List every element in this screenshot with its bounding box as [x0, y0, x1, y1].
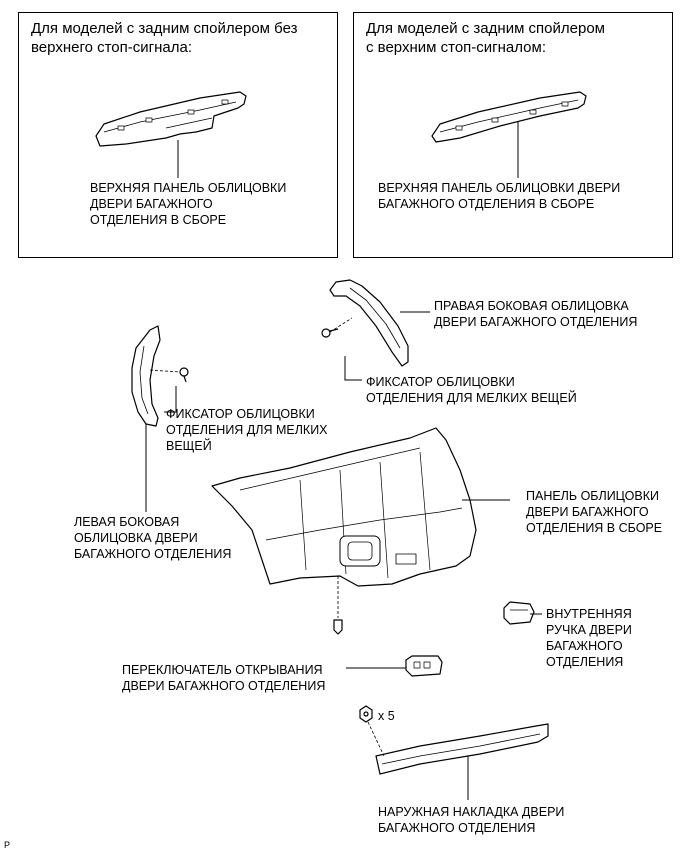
inside-handle-drawing	[503, 601, 535, 625]
upper-panel-right-drawing	[431, 91, 587, 143]
inset-right-title: Для моделей с задним спойлером с верхним…	[366, 20, 605, 56]
upper-panel-right-label: ВЕРХНЯЯ ПАНЕЛЬ ОБЛИЦОВКИ ДВЕРИ БАГАЖНОГО…	[378, 181, 621, 211]
opener-switch-drawing	[405, 655, 443, 677]
right-side-trim-drawing	[329, 279, 409, 367]
clip-right-drawing	[321, 328, 339, 338]
upper-panel-left-drawing	[95, 91, 247, 147]
upper-panel-left-label: ВЕРХНЯЯ ПАНЕЛЬ ОБЛИЦОВКИ ДВЕРИ БАГАЖНОГО…	[90, 181, 287, 227]
panel-clip-drawing	[333, 619, 343, 635]
door-trim-panel-label: ПАНЕЛЬ ОБЛИЦОВКИ ДВЕРИ БАГАЖНОГО ОТДЕЛЕН…	[526, 489, 663, 535]
nut-count-label: x 5	[378, 709, 395, 723]
nut-drawing	[359, 705, 373, 723]
opener-switch-label: ПЕРЕКЛЮЧАТЕЛЬ ОТКРЫВАНИЯ ДВЕРИ БАГАЖНОГО…	[122, 663, 326, 693]
inset-left-title: Для моделей с задним спойлером без верхн…	[31, 20, 298, 56]
inside-handle-label: ВНУТРЕННЯЯ РУЧКА ДВЕРИ БАГАЖНОГО ОТДЕЛЕН…	[546, 607, 632, 669]
clip-right-label: ФИКСАТОР ОБЛИЦОВКИ ОТДЕЛЕНИЯ ДЛЯ МЕЛКИХ …	[366, 375, 577, 405]
outside-garnish-drawing	[375, 723, 549, 775]
left-side-trim-drawing	[131, 325, 161, 427]
clip-left-drawing	[179, 367, 189, 383]
door-trim-panel-drawing	[211, 427, 477, 587]
right-side-trim-label: ПРАВАЯ БОКОВАЯ ОБЛИЦОВКА ДВЕРИ БАГАЖНОГО…	[434, 299, 638, 329]
corner-mark: P	[4, 840, 11, 850]
inset-box-left: Для моделей с задним спойлером без верхн…	[18, 12, 338, 258]
inset-box-right: Для моделей с задним спойлером с верхним…	[353, 12, 673, 258]
left-side-trim-label: ЛЕВАЯ БОКОВАЯ ОБЛИЦОВКА ДВЕРИ БАГАЖНОГО …	[74, 515, 232, 561]
clip-left-label: ФИКСАТОР ОБЛИЦОВКИ ОТДЕЛЕНИЯ ДЛЯ МЕЛКИХ …	[166, 407, 328, 453]
outside-garnish-label: НАРУЖНАЯ НАКЛАДКА ДВЕРИ БАГАЖНОГО ОТДЕЛЕ…	[378, 805, 565, 835]
